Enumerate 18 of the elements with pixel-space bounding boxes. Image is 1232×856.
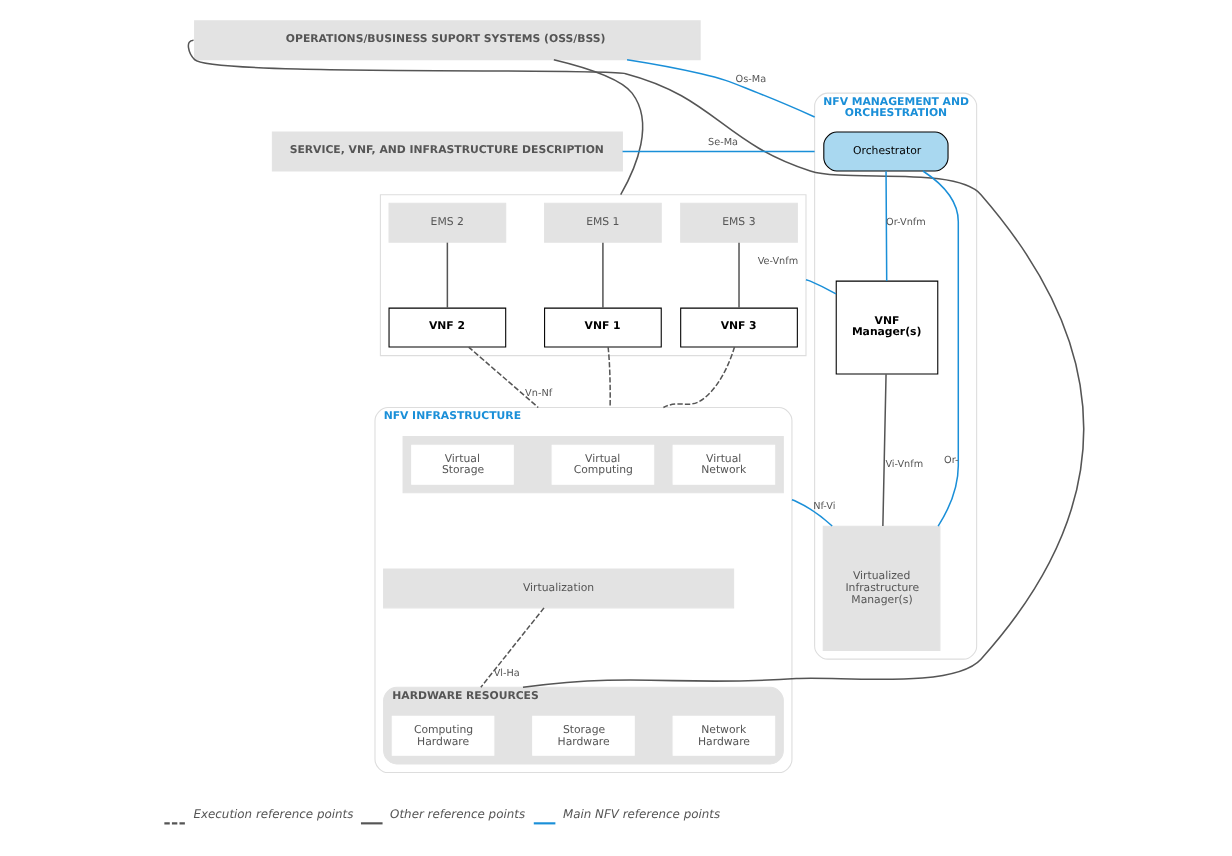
connector <box>804 279 836 295</box>
connector <box>552 58 643 196</box>
connector <box>466 346 538 409</box>
connector <box>884 170 887 282</box>
connector <box>186 39 1084 688</box>
connector <box>661 346 735 409</box>
cluster <box>378 194 806 357</box>
connector <box>737 241 739 309</box>
connector <box>881 373 886 527</box>
connector <box>790 499 832 527</box>
connector <box>921 170 959 527</box>
connector <box>445 241 448 309</box>
connector <box>479 607 544 688</box>
connector <box>620 150 815 153</box>
cluster <box>401 436 783 494</box>
connector <box>601 241 603 309</box>
connector <box>606 346 610 409</box>
connector <box>625 58 815 118</box>
